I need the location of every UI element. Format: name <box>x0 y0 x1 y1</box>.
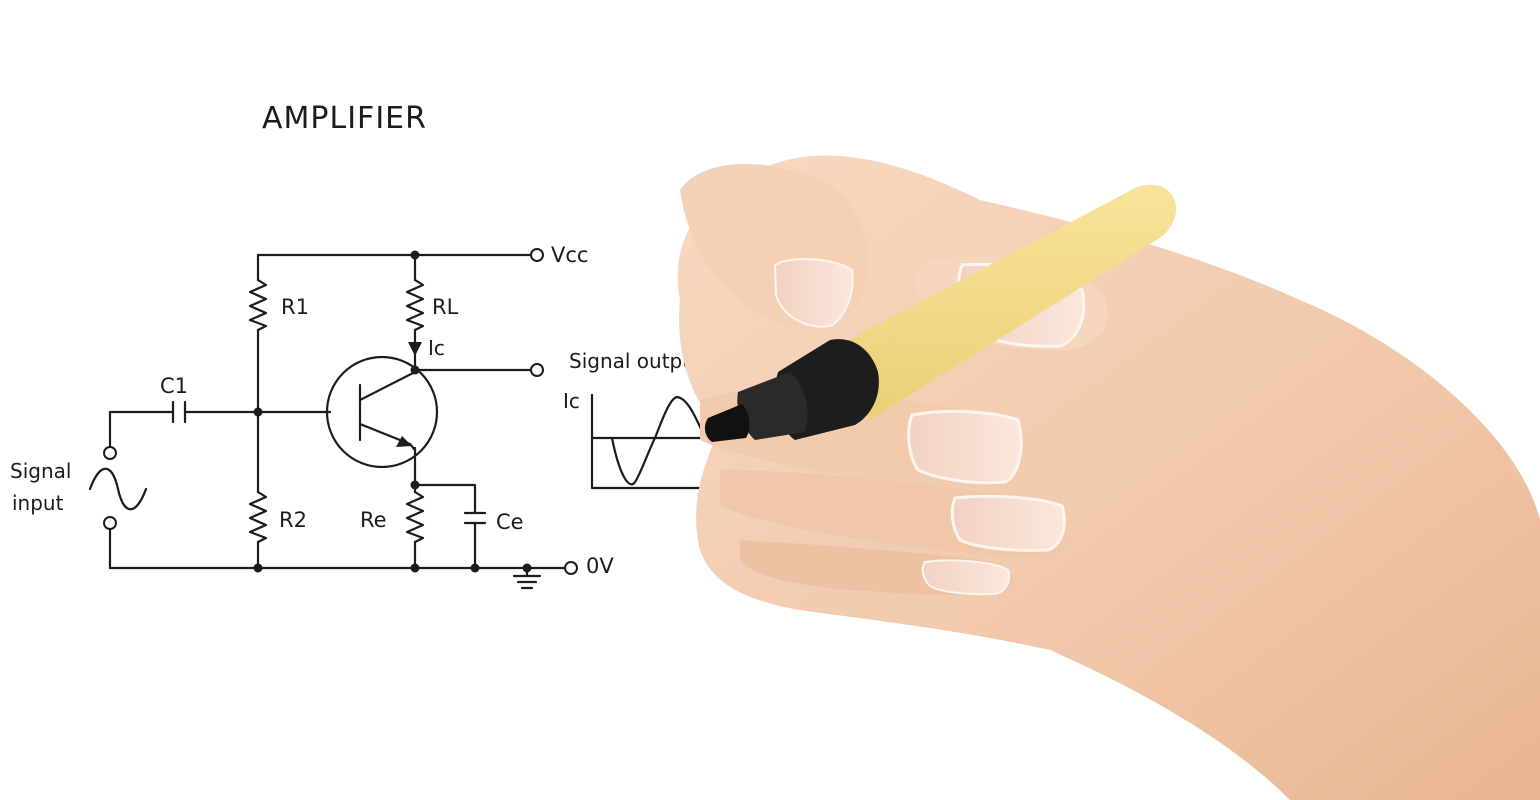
capacitor-ce <box>463 511 487 525</box>
input-terminal-bottom <box>103 516 117 530</box>
output-terminal <box>530 363 544 377</box>
finger-2-nail <box>907 409 1023 485</box>
transistor-collector <box>358 370 417 402</box>
finger-3-nail <box>950 494 1066 552</box>
emitter-arrow-icon <box>396 436 412 447</box>
circuit-wires <box>108 253 567 590</box>
c1-label: C1 <box>160 374 188 398</box>
ic-collector-label: Ic <box>428 336 445 360</box>
resistor-r2 <box>248 490 268 544</box>
re-label: Re <box>360 508 387 532</box>
input-terminal-top <box>103 446 117 460</box>
ground-terminal <box>564 561 578 575</box>
diagram-title: AMPLIFIER <box>262 101 427 136</box>
marker-body <box>830 184 1177 420</box>
zero-volt-label: 0V <box>586 554 614 578</box>
resistor-rl <box>405 278 425 332</box>
ic-arrow-icon <box>408 342 422 356</box>
marker-tip-icon <box>704 404 750 442</box>
ground-icon <box>512 574 542 590</box>
vcc-terminal <box>530 248 544 262</box>
capacitor-c1 <box>171 400 187 424</box>
hand-holding-marker-icon <box>677 155 1540 800</box>
npn-transistor <box>325 355 439 469</box>
graph-axes <box>590 393 714 490</box>
marker-nose <box>737 372 808 440</box>
signal-output-label: Signal output <box>569 349 703 373</box>
r1-label: R1 <box>281 295 309 319</box>
transistor-body <box>325 355 439 469</box>
vcc-label: Vcc <box>551 243 588 267</box>
r2-label: R2 <box>279 508 307 532</box>
ce-label: Ce <box>496 510 524 534</box>
junction-nodes <box>253 250 532 573</box>
signal-input-label-line1: Signal <box>10 459 71 483</box>
finger-4-nail <box>921 559 1011 596</box>
index-nail <box>773 257 854 328</box>
graph-y-axis-label: Ic <box>563 389 580 413</box>
terminals <box>103 248 578 575</box>
signal-input-label-line2: input <box>12 491 64 515</box>
rl-label: RL <box>432 295 459 319</box>
resistor-r1 <box>248 278 268 332</box>
output-graph: Ic t <box>563 389 714 517</box>
resistor-re <box>405 490 425 544</box>
output-sine-wave <box>610 395 707 486</box>
ac-source-icon <box>88 467 148 511</box>
